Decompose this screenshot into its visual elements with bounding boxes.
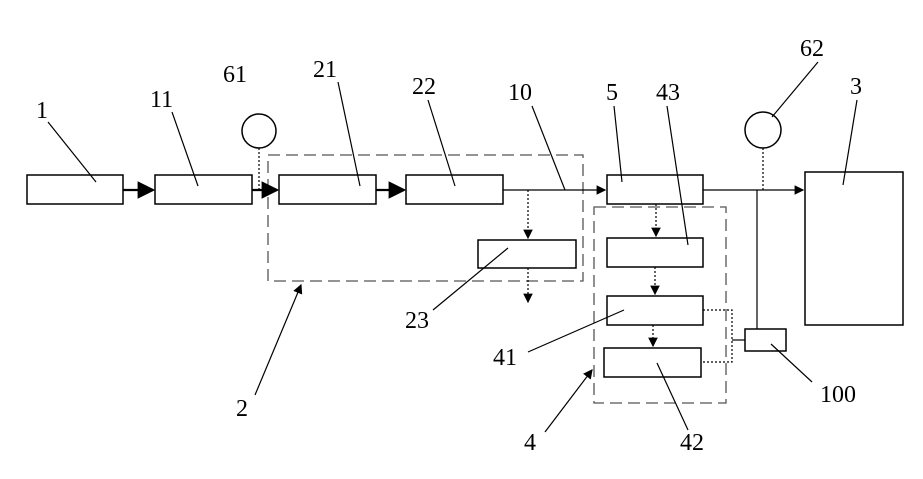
leader-line-1 (48, 122, 96, 182)
label-10: 10 (508, 80, 532, 106)
pointer-2 (255, 285, 301, 395)
label-1: 1 (36, 98, 48, 124)
label-42: 42 (680, 430, 704, 456)
label-43: 43 (656, 80, 680, 106)
label-62: 62 (800, 36, 824, 62)
label-23: 23 (405, 308, 429, 334)
label-21: 21 (313, 57, 337, 83)
label-11: 11 (150, 87, 173, 113)
leader-line-21 (338, 82, 360, 186)
block-21 (279, 175, 376, 204)
leader-line-22 (428, 100, 455, 186)
label-41: 41 (493, 345, 517, 371)
sensor-61-circle (242, 114, 276, 148)
block-22 (406, 175, 503, 204)
block-42 (604, 348, 701, 377)
block-43 (607, 238, 703, 267)
block-23 (478, 240, 576, 268)
label-5: 5 (606, 80, 618, 106)
label-22: 22 (412, 74, 436, 100)
leader-line-23 (433, 248, 508, 310)
label-4: 4 (524, 430, 536, 456)
leader-line-100 (771, 344, 812, 382)
leader-line-62 (772, 62, 818, 117)
label-3: 3 (850, 74, 862, 100)
leader-line-41 (528, 310, 624, 352)
pointer-4 (545, 370, 592, 432)
line-41-42-bus (701, 310, 732, 362)
label-100: 100 (820, 382, 856, 408)
leader-lines (48, 62, 857, 430)
label-2: 2 (236, 396, 248, 422)
leader-line-5 (614, 106, 622, 182)
label-61: 61 (223, 62, 247, 88)
block-11 (155, 175, 252, 204)
leader-line-10 (532, 106, 565, 190)
block-100 (745, 329, 786, 351)
block-3 (805, 172, 903, 325)
sensor-62-circle (745, 112, 781, 148)
block-1 (27, 175, 123, 204)
